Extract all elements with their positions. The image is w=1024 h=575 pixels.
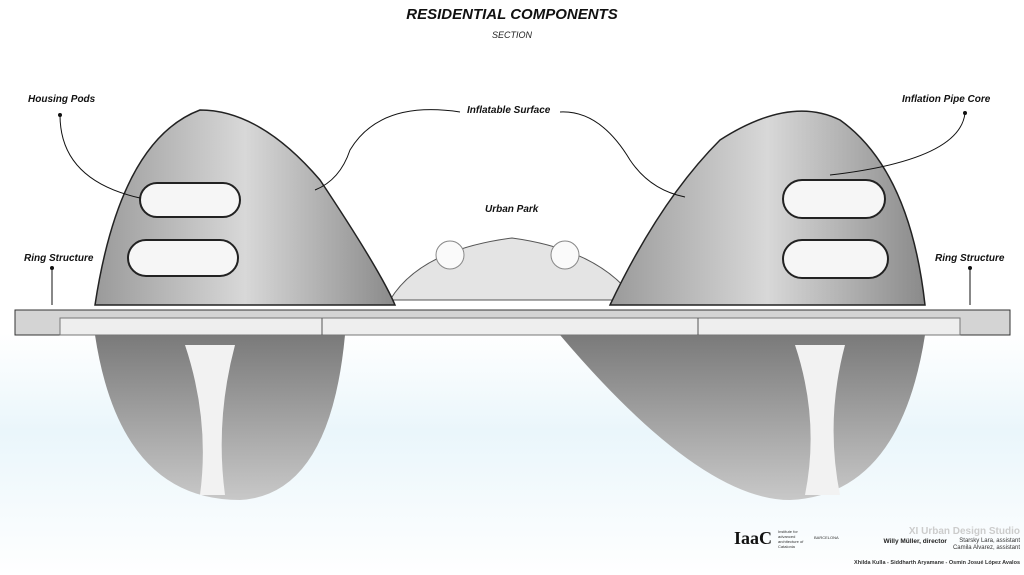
director: Willy Müller, director [883, 538, 947, 545]
label-housing-pods: Housing Pods [28, 94, 96, 105]
leader-inflatable-left [314, 109, 461, 191]
label-inflatable-surface: Inflatable Surface [467, 105, 551, 116]
assistant-1: Starsky Lara, assistant [959, 538, 1020, 544]
institute-name: Institute for advanced architecture of C… [778, 529, 804, 549]
staff-row: Willy Müller, director Starsky Lara, ass… [883, 538, 1020, 552]
page-subtitle: SECTION [491, 30, 532, 40]
credits-block: IaaC Institute for advanced architecture… [730, 526, 1020, 574]
studio-name: XI Urban Design Studio [908, 526, 1020, 537]
label-ring-structure-left: Ring Structure [24, 253, 94, 264]
assistant-2: Camila Alvarez, assistant [952, 545, 1020, 551]
label-inflation-pipe-core: Inflation Pipe Core [902, 94, 991, 105]
tree-icon [435, 240, 465, 270]
label-urban-park: Urban Park [485, 204, 539, 215]
team-members: Xhilda Kulla - Siddharth Aryamane - Osmi… [854, 560, 1020, 566]
page-title: RESIDENTIAL COMPONENTS [406, 6, 618, 23]
iaac-logo: IaaC [734, 528, 773, 548]
label-ring-structure-right: Ring Structure [935, 253, 1005, 264]
leader-inflatable-right [559, 111, 686, 198]
ring-deck [59, 317, 961, 336]
assistants: Starsky Lara, assistant Camila Alvarez, … [953, 538, 1020, 552]
housing-pod [782, 239, 889, 279]
left-core-reflection [185, 345, 235, 495]
city-name: BARCELONA [814, 535, 839, 540]
housing-pod [127, 239, 239, 277]
housing-pod [139, 182, 241, 218]
studio-credits: XI Urban Design Studio Willy Müller, dir… [883, 526, 1020, 552]
tree-icon [550, 240, 580, 270]
leader-pipe-core [829, 112, 966, 176]
housing-pod [782, 179, 886, 219]
right-core-reflection [795, 345, 845, 495]
right-underside [560, 335, 925, 500]
urban-park [389, 237, 636, 301]
leader-housing-pods [59, 114, 141, 199]
